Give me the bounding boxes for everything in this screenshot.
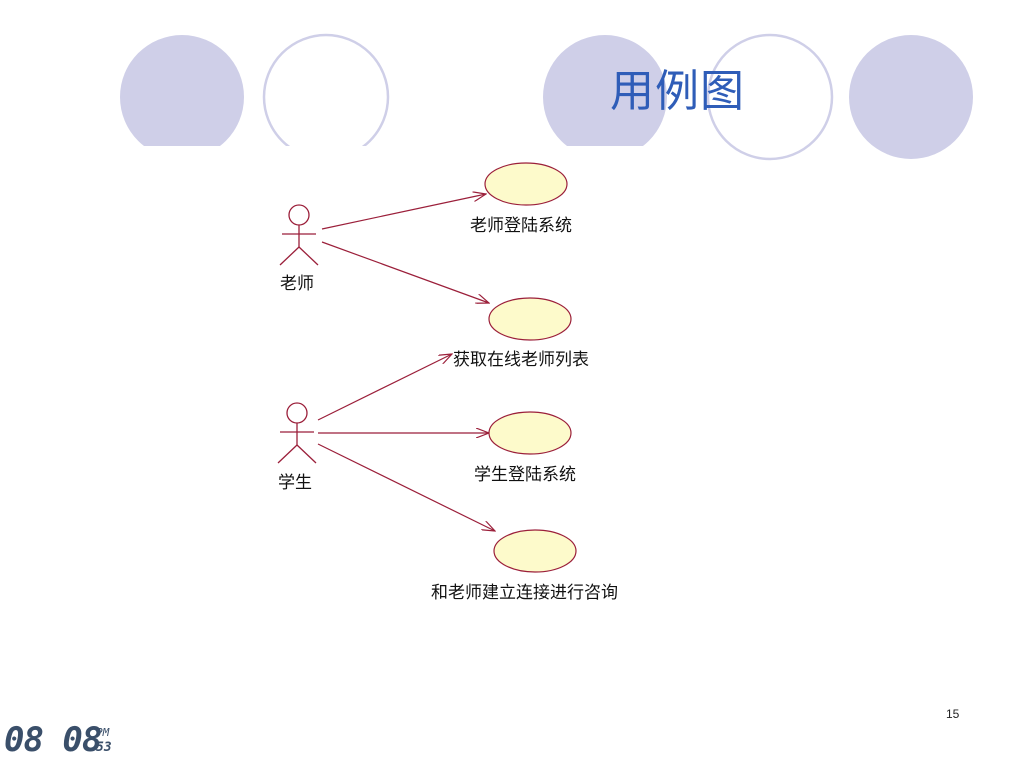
actor-label-teacher: 老师 [280,274,314,294]
clock-seconds: 53 [96,740,112,755]
association-teacher-list [321,241,489,303]
use-case-ellipse[interactable] [484,162,568,206]
association-student-list [317,354,452,421]
slide-title: 用例图 [610,66,745,117]
clock-time: 08 08 [4,720,102,760]
use-case-ellipse[interactable] [493,529,577,573]
association-teacher-login [321,194,486,230]
clock-widget: 08 08 PM 53 [4,718,116,762]
clock-ampm: PM [96,726,110,739]
decor-circle-ring-1 [262,33,390,146]
decor-circle-filled-3 [849,35,973,159]
use-case-label: 和老师建立连接进行咨询 [431,583,618,603]
use-case-label: 老师登陆系统 [470,216,572,236]
use-case-ellipse[interactable] [488,297,572,341]
actor-icon[interactable] [277,402,317,464]
use-case-label: 获取在线老师列表 [453,350,589,370]
decor-circle-filled-2 [543,35,667,146]
use-case-label: 学生登陆系统 [474,465,576,485]
use-case-ellipse[interactable] [488,411,572,455]
association-student-consult [317,443,495,531]
decor-circle-ring-2 [706,33,834,161]
actor-icon[interactable] [279,204,319,266]
page-number: 15 [946,707,960,721]
actor-label-student: 学生 [278,473,312,493]
decor-circle-filled-1 [120,35,244,146]
